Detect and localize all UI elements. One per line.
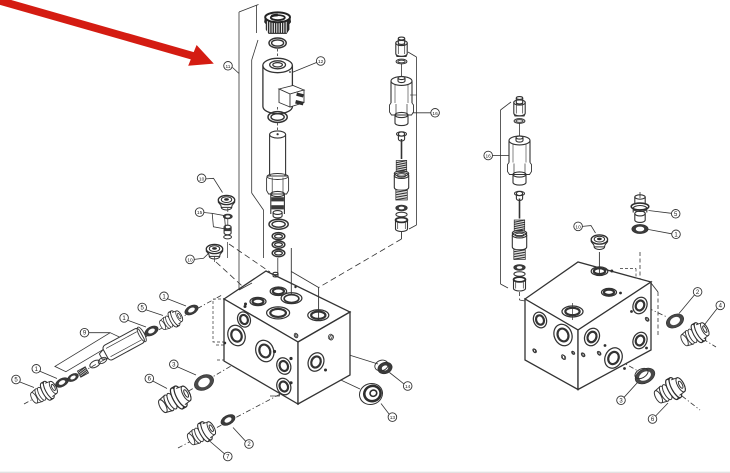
svg-text:2: 2 bbox=[247, 442, 251, 448]
svg-text:5: 5 bbox=[674, 212, 678, 218]
svg-text:10: 10 bbox=[575, 224, 581, 230]
svg-text:1: 1 bbox=[122, 316, 126, 322]
svg-text:1: 1 bbox=[35, 367, 39, 373]
svg-text:5: 5 bbox=[14, 378, 18, 384]
svg-text:3: 3 bbox=[619, 398, 623, 404]
svg-text:15: 15 bbox=[197, 210, 203, 216]
svg-text:4: 4 bbox=[719, 303, 723, 309]
svg-text:14: 14 bbox=[405, 384, 411, 390]
svg-text:5: 5 bbox=[141, 306, 145, 312]
svg-text:13: 13 bbox=[390, 415, 396, 421]
svg-text:16: 16 bbox=[486, 154, 492, 160]
svg-text:10: 10 bbox=[187, 257, 193, 263]
svg-text:3: 3 bbox=[172, 362, 176, 368]
svg-text:11: 11 bbox=[226, 64, 231, 70]
svg-text:6: 6 bbox=[651, 417, 655, 423]
svg-text:1: 1 bbox=[162, 294, 166, 300]
svg-text:9: 9 bbox=[83, 331, 87, 337]
svg-text:6: 6 bbox=[148, 377, 152, 383]
svg-text:1: 1 bbox=[674, 232, 678, 238]
svg-text:16: 16 bbox=[432, 111, 438, 117]
svg-text:12: 12 bbox=[318, 59, 324, 65]
svg-text:10: 10 bbox=[199, 176, 205, 182]
svg-text:7: 7 bbox=[226, 455, 230, 461]
svg-text:2: 2 bbox=[696, 290, 700, 296]
